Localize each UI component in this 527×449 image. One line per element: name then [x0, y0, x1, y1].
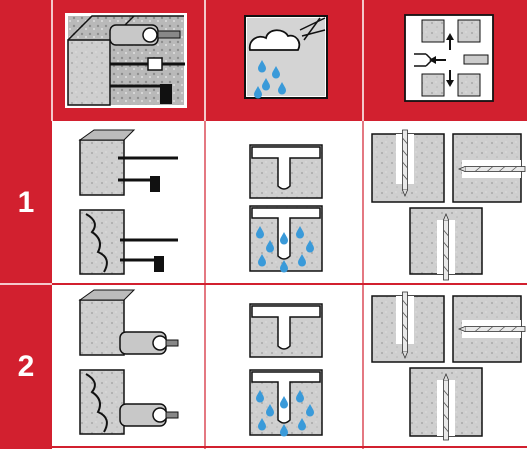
- drill-hole-directions-icon: [405, 15, 493, 101]
- anchor-in-concrete-icon: [65, 13, 187, 108]
- dry-and-wet-hole-icon-2: [250, 304, 322, 437]
- dry-and-wet-hole-icon-1: [250, 145, 322, 273]
- weather-sun-rain-icon: [245, 16, 327, 99]
